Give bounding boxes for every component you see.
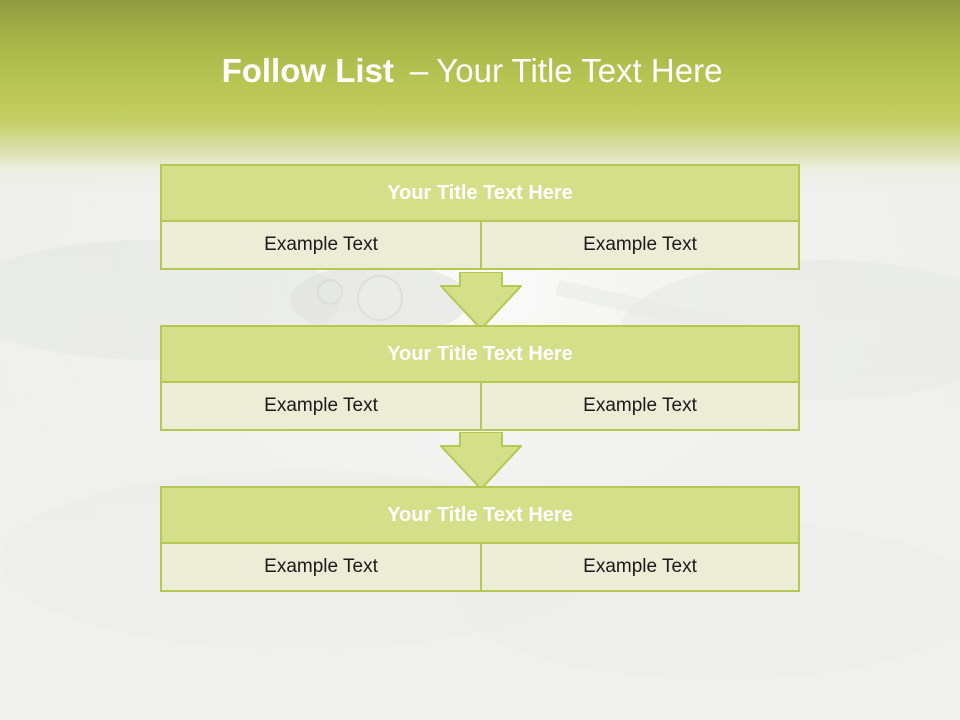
slide-title-dash: – [409, 52, 429, 89]
flow-block-cell-left: Example Text [162, 383, 482, 429]
flow-block-1: Your Title Text Here Example Text Exampl… [160, 164, 800, 270]
header-band [0, 0, 960, 190]
down-arrow-icon [440, 432, 522, 490]
flow-block-cell-right: Example Text [482, 544, 798, 590]
flow-block-cell-right: Example Text [482, 222, 798, 268]
down-arrow-icon [440, 272, 522, 330]
slide-title-bold: Follow List [221, 52, 394, 89]
flow-block-title: Your Title Text Here [162, 488, 798, 544]
flow-block-title: Your Title Text Here [162, 166, 798, 222]
flow-block-title: Your Title Text Here [162, 327, 798, 383]
slide-title: Follow List–Your Title Text Here [0, 52, 944, 90]
slide-title-rest: Your Title Text Here [436, 52, 723, 89]
flow-block-cell-right: Example Text [482, 383, 798, 429]
flow-block-cell-left: Example Text [162, 222, 482, 268]
flow-block-cell-left: Example Text [162, 544, 482, 590]
flow-block-3: Your Title Text Here Example Text Exampl… [160, 486, 800, 592]
flow-block-2: Your Title Text Here Example Text Exampl… [160, 325, 800, 431]
